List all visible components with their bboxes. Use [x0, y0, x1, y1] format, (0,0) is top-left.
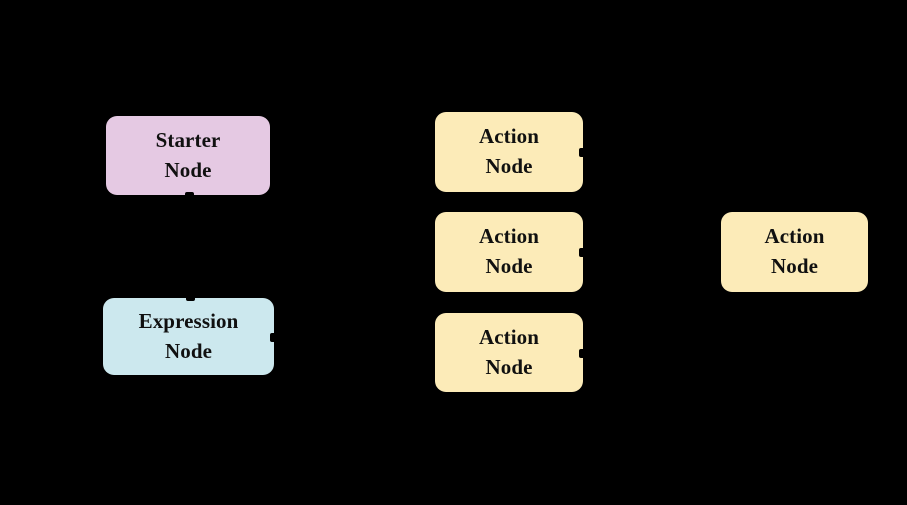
node-action-4[interactable]: Action Node — [721, 212, 868, 292]
node-action-2[interactable]: Action Node — [435, 212, 586, 292]
node-action-2-label: Action Node — [478, 224, 540, 278]
node-action-3[interactable]: Action Node — [435, 313, 586, 392]
node-starter[interactable]: Starter Node — [106, 116, 270, 199]
port-right-icon[interactable] — [270, 332, 277, 342]
edge-action-1-to-action-4 — [582, 151, 722, 253]
port-top-icon[interactable] — [185, 294, 195, 301]
edge-expression-to-action-3 — [273, 335, 436, 353]
node-starter-label: Starter Node — [155, 127, 221, 182]
node-action-1[interactable]: Action Node — [435, 112, 586, 192]
edge-expression-to-action-2 — [273, 251, 436, 337]
node-action-3-label: Action Node — [478, 324, 540, 379]
node-expression-label: Expression Node — [138, 308, 239, 363]
port-right-icon[interactable] — [579, 348, 586, 358]
port-right-icon[interactable] — [579, 148, 586, 157]
port-right-icon[interactable] — [579, 248, 586, 257]
port-bottom-icon[interactable] — [185, 192, 194, 199]
node-expression[interactable]: Expression Node — [103, 294, 277, 375]
edge-action-3-to-action-4 — [582, 251, 722, 353]
edge-expression-to-action-1 — [273, 151, 436, 337]
node-action-4-label: Action Node — [764, 224, 825, 278]
node-action-1-label: Action Node — [478, 124, 540, 178]
